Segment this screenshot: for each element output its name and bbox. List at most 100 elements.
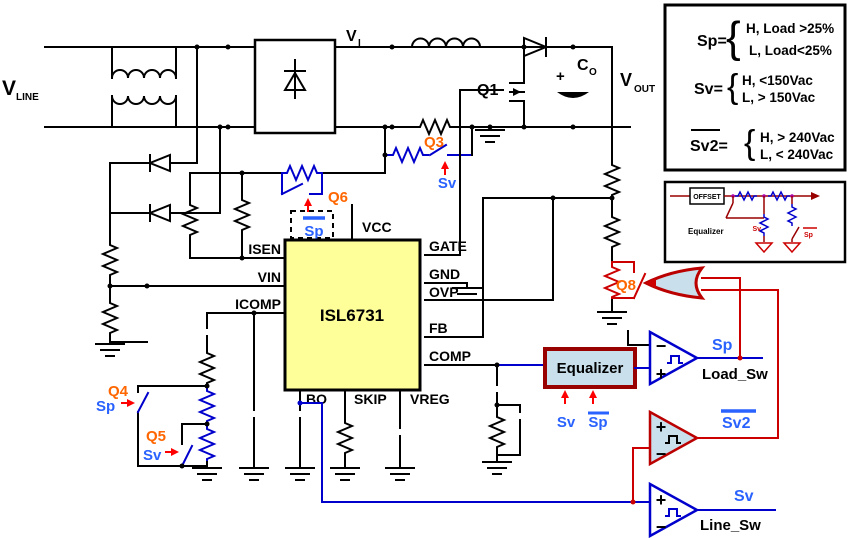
sense-diode-2-icon: [147, 203, 171, 223]
legend-sp-low: L, Load<25%: [749, 43, 832, 58]
comparator-line-sw: + − Sv Line_Sw: [648, 481, 776, 538]
c-o-sub: O: [589, 67, 597, 78]
inset-sp-label: Sp: [804, 232, 813, 239]
v-i-label: V: [346, 28, 357, 45]
sp-bar-box: [290, 210, 334, 239]
legend-sv2-brace: {: [744, 124, 755, 162]
sense-diode-1-icon: [147, 153, 171, 173]
choke-upper-winding: [110, 46, 178, 80]
pin-gate: GATE: [429, 238, 467, 254]
q1-mosfet: Q1: [459, 46, 525, 128]
legend-sp-brace: {: [726, 13, 741, 62]
inset-arrow-icon: [811, 192, 820, 200]
load-sw-sp-label: Sp: [712, 337, 733, 354]
inset-sp-switch: [791, 226, 800, 242]
chip-body: [283, 238, 422, 392]
line-sw-sv-label: Sv: [734, 488, 754, 505]
inset-equalizer-label: Equalizer: [688, 227, 724, 236]
equalizer-sp-label: Sp: [588, 414, 607, 431]
pin-skip: SKIP: [354, 391, 387, 407]
offset-label: OFFSET: [693, 194, 721, 201]
q8-switch: [611, 261, 647, 300]
pin-icomp: ICOMP: [235, 296, 281, 312]
pin-vcc: VCC: [362, 219, 392, 235]
equalizer-label: Equalizer: [557, 360, 624, 377]
q1-body-arrow-icon: [513, 88, 521, 96]
boost-stage: V I Q1 + C O V OUT: [334, 28, 655, 143]
q8-label: Q8: [616, 277, 636, 294]
or-input-sp-wire: [701, 277, 741, 359]
isen-network: Q6 Sp: [182, 126, 386, 259]
inset-sv-switch: [725, 196, 764, 219]
comp-network: [482, 364, 527, 475]
q6-switch: [280, 172, 323, 196]
chip-part-number: ISL6731: [320, 306, 384, 325]
or-input-sv2-wire: [701, 289, 779, 439]
legend-box: Sp= { H, Load >25% L, Load<25% Sv= { H, …: [663, 3, 847, 172]
bo-sense-wire: [299, 402, 651, 503]
junction-dots: [107, 44, 743, 505]
c-o-plus: +: [556, 68, 565, 85]
sv2-label: Sv2: [722, 415, 751, 432]
icomp-network: Q4 Sp Q5 Sv: [96, 312, 286, 481]
q5-switch: [180, 444, 194, 468]
pin-comp: COMP: [429, 348, 471, 364]
or-gate-output-arrow-icon: [646, 278, 656, 288]
ovp-wire: [424, 197, 554, 301]
pin-vin: VIN: [258, 269, 281, 285]
v-out-label: V: [620, 70, 632, 90]
v-line-sub: LINE: [16, 92, 39, 103]
load-sw-label: Load_Sw: [702, 366, 768, 383]
fb-wire: [424, 197, 613, 338]
legend-sv-brace: {: [727, 68, 738, 106]
line-sense-network: [95, 46, 286, 357]
sv2-minus: −: [656, 444, 667, 464]
q4-sp-label: Sp: [96, 398, 115, 415]
pin-bo: BO: [306, 391, 327, 407]
q4-switch: [136, 391, 150, 414]
pfc-controller-chip: ISL6731 ISEN VIN ICOMP VCC GATE GND OVP …: [235, 89, 613, 407]
pin-ovp: OVP: [429, 284, 459, 300]
legend-sp-high: H, Load >25%: [746, 21, 834, 36]
pin-isen: ISEN: [248, 241, 281, 257]
legend-sv-name: Sv=: [694, 81, 723, 98]
inset-sv-label: Sv: [752, 226, 761, 233]
comparator-load-sw: − + Sp Load_Sw: [627, 329, 768, 387]
emi-input-filter: V LINE: [2, 46, 256, 128]
sv2-plus: +: [656, 417, 667, 437]
pin-gnd: GND: [429, 266, 460, 282]
boost-inductor: [410, 37, 482, 49]
or-gate-icon: [642, 266, 706, 300]
comparator-sv2: + − Sv2: [632, 409, 779, 503]
pin-vreg: VREG: [410, 391, 450, 407]
q1-label: Q1: [477, 82, 498, 99]
q6-label: Q6: [328, 189, 348, 206]
equalizer-inset: OFFSET Sv Sp Equalizer: [663, 180, 847, 264]
q3-label: Q3: [424, 134, 444, 151]
legend-sv2-low: L, < 240Vac: [760, 147, 834, 162]
load-sw-minus: −: [656, 336, 667, 356]
bridge-rectifier: [253, 38, 337, 135]
legend-sv2-name: Sv2=: [690, 138, 728, 155]
q3-sv-label: Sv: [438, 175, 457, 192]
legend-sv-high: H, <150Vac: [742, 73, 813, 88]
q5-sv-label: Sv: [143, 447, 162, 464]
v-line-label: V: [2, 77, 16, 100]
equalizer-sv-label: Sv: [557, 414, 576, 431]
legend-sv-low: L, > 150Vac: [742, 90, 816, 105]
load-sw-plus: +: [656, 364, 667, 384]
sv2-comparator-icon: [648, 409, 700, 467]
output-capacitor: + C O: [556, 47, 597, 127]
gate-wire: [424, 89, 461, 256]
bridge-diode-icon: [283, 71, 307, 91]
c-o-label: C: [577, 57, 589, 74]
line-sw-plus: +: [656, 490, 667, 510]
bo-skip-vreg-network: [285, 389, 651, 503]
line-sw-label: Line_Sw: [700, 517, 761, 534]
line-sw-minus: −: [656, 517, 667, 537]
v-i-sub: I: [358, 38, 361, 49]
legend-sp-name: Sp=: [697, 33, 727, 50]
load-sw-comparator-icon: [648, 329, 700, 387]
